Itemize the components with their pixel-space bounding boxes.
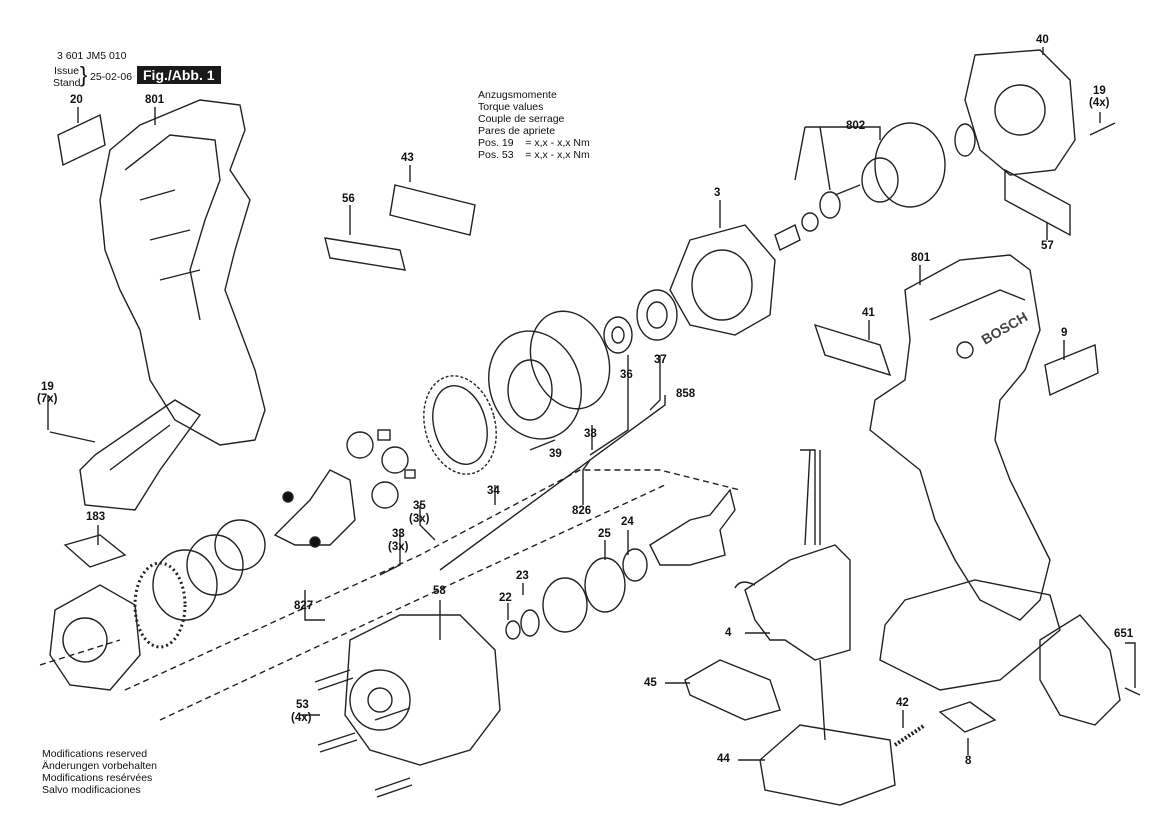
part-label-858: 858 [676, 388, 696, 400]
part-label-36: 36 [620, 369, 633, 381]
part-label-801-right: 801 [911, 252, 931, 264]
part-label-42: 42 [896, 697, 909, 709]
doc-number: 3 601 JM5 010 [57, 50, 127, 62]
brace-glyph: } [80, 62, 88, 87]
battery-foot-right [879, 579, 1061, 691]
part-label-801-left: 801 [145, 94, 165, 106]
label-56 [324, 237, 406, 271]
part-label-38: 38 [584, 428, 597, 440]
part-label-23: 23 [516, 570, 529, 582]
part-label-826: 826 [572, 505, 592, 517]
gear-housing-58 [344, 614, 501, 766]
label-8 [938, 701, 997, 733]
torque-pos-53: Pos. 53 = x,x - x,x Nm [478, 149, 590, 161]
footer-notes: Modifications reserved Änderungen vorbeh… [42, 748, 157, 796]
part-label-25: 25 [598, 528, 611, 540]
part-label-40: 40 [1036, 34, 1049, 46]
part-label-3: 3 [714, 187, 721, 199]
part-label-58: 58 [433, 585, 446, 597]
part-label-22: 22 [499, 592, 512, 604]
part-label-827: 827 [294, 600, 314, 612]
part-label-57: 57 [1041, 240, 1054, 252]
part-label-33-qty: (3x) [388, 541, 409, 553]
footer-line: Modifications resérvées [42, 772, 153, 784]
housing-shell-right [869, 254, 1051, 621]
footer-line: Modifications reserved [42, 748, 148, 760]
part-label-183: 183 [86, 511, 106, 523]
label-43 [389, 184, 476, 236]
part-label-53: 53 [296, 699, 309, 711]
torque-note-line: Anzugsmomente [478, 89, 557, 101]
part-label-19-left: 19 [41, 381, 54, 393]
label-41 [813, 323, 892, 377]
part-label-34: 34 [487, 485, 500, 497]
part-label-43: 43 [401, 152, 414, 164]
pcb-44 [759, 724, 896, 806]
torque-pos-19: Pos. 19 = x,x - x,x Nm [478, 137, 590, 149]
switch-4 [744, 544, 851, 661]
part-label-44: 44 [717, 753, 730, 765]
anvil-housing [49, 584, 141, 691]
part-label-9: 9 [1061, 327, 1068, 339]
part-label-53-qty: (4x) [291, 712, 312, 724]
label-183 [63, 534, 127, 568]
footer-line: Änderungen vorbehalten [42, 760, 158, 772]
part-label-37: 37 [654, 354, 667, 366]
housing-brand-text: BOSCH [979, 308, 1031, 347]
part-label-39: 39 [549, 448, 562, 460]
part-label-651: 651 [1114, 628, 1134, 640]
battery-foot-left [79, 399, 202, 511]
torque-note-line: Pares de apriete [478, 125, 556, 137]
part-label-35: 35 [413, 500, 426, 512]
spindle [273, 469, 356, 546]
part-label-41: 41 [862, 307, 875, 319]
part-label-8: 8 [965, 755, 972, 767]
label-57 [1004, 168, 1071, 237]
part-label-802: 802 [846, 120, 866, 132]
part-label-56: 56 [342, 193, 355, 205]
motor-endplate [964, 49, 1076, 176]
part-label-24: 24 [621, 516, 634, 528]
part-label-45: 45 [644, 677, 657, 689]
torque-note-line: Couple de serrage [478, 113, 565, 125]
part-label-4: 4 [725, 627, 732, 639]
part-label-19-right: 19 [1093, 85, 1106, 97]
part-label-20: 20 [70, 94, 83, 106]
issue-label: Issue [54, 65, 80, 77]
motor-housing-3 [669, 224, 776, 336]
pcb-45 [684, 659, 781, 721]
torque-note-line: Torque values [478, 101, 544, 113]
label-9 [1044, 344, 1099, 397]
issue-date: 25-02-06 [90, 71, 133, 83]
figure-label: Fig./Abb. 1 [137, 66, 221, 84]
part-label-19-left-qty: (7x) [37, 393, 58, 405]
belt-clip [1039, 614, 1121, 726]
torque-note: Anzugsmomente Torque values Couple de se… [478, 89, 590, 161]
part-label-33: 33 [392, 528, 405, 540]
housing-shell-left [99, 99, 266, 446]
label-20 [57, 113, 106, 167]
footer-line: Salvo modificaciones [42, 784, 141, 796]
part-label-19-right-qty: (4x) [1089, 97, 1110, 109]
stand-label: Stand [53, 77, 81, 89]
part-label-35-qty: (3x) [409, 513, 430, 525]
